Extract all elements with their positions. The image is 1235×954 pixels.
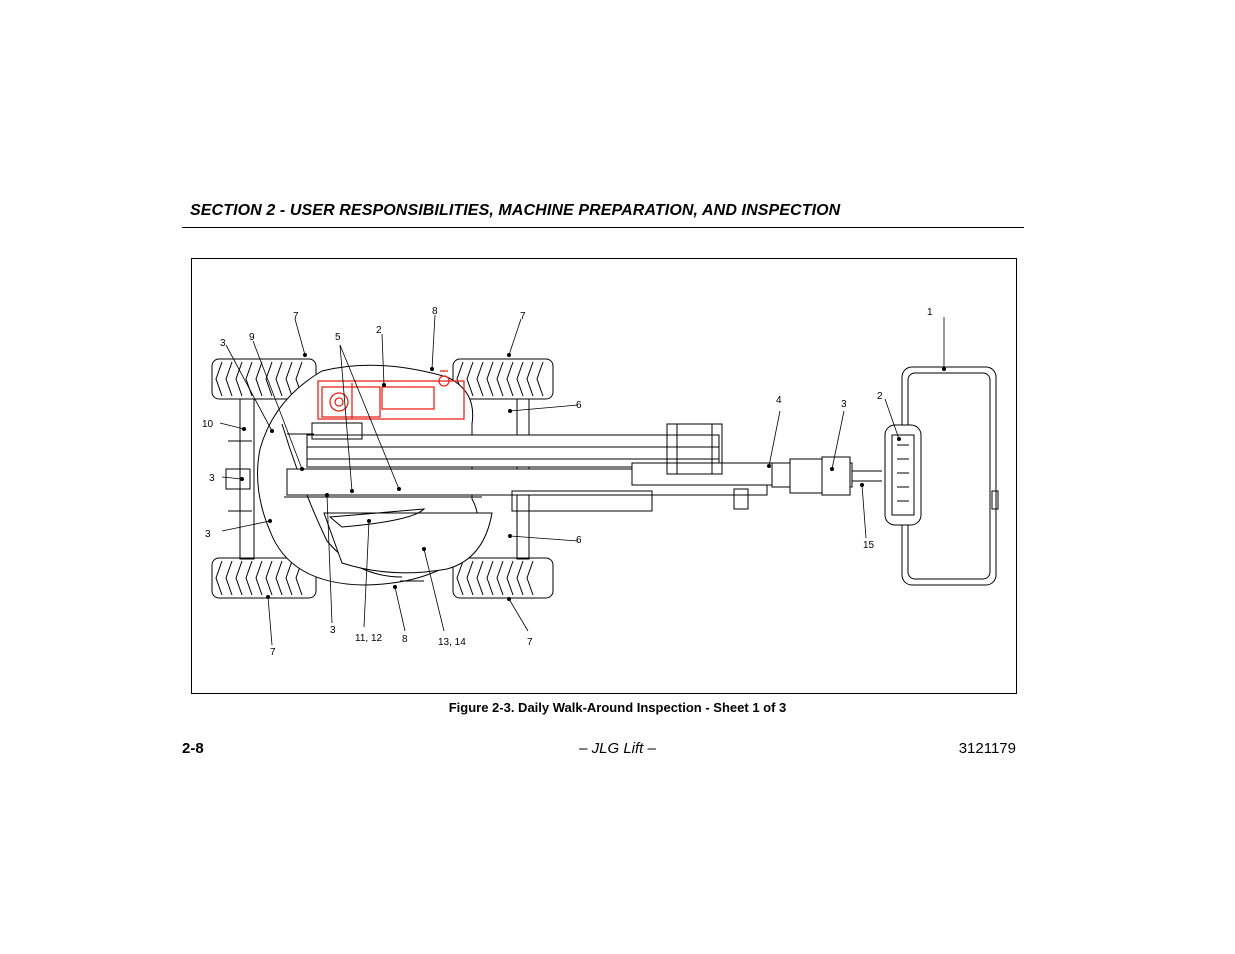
- boom-assembly: [286, 422, 773, 512]
- callout-3-jib: 3: [841, 399, 847, 410]
- callout-9: 9: [249, 332, 255, 343]
- document-number: 3121179: [958, 740, 1016, 757]
- callout-2-engine: 2: [376, 325, 382, 336]
- tire-rear-left: [211, 557, 317, 599]
- callout-10: 10: [202, 419, 214, 430]
- callout-3-lower-left: 3: [205, 529, 211, 540]
- callout-markers: [240, 353, 946, 601]
- callout-15: 15: [863, 540, 875, 551]
- callout-1: 1: [927, 307, 933, 318]
- callout-4: 4: [776, 395, 782, 406]
- platform: [884, 366, 999, 586]
- callout-11-12: 11, 12: [355, 633, 382, 644]
- figure-frame: 1 2 2 3 3 3 3 3 4 5 6 6 7 7 7 7 8 8 9 10…: [191, 258, 1017, 694]
- tire-front-right: [452, 358, 554, 400]
- callout-7-top-right: 7: [520, 311, 526, 322]
- machine-diagram: 1 2 2 3 3 3 3 3 4 5 6 6 7 7 7 7 8 8 9 10…: [202, 306, 999, 658]
- counterweight: [323, 512, 493, 574]
- callout-8-bottom: 8: [402, 634, 408, 645]
- callout-13-14: 13, 14: [438, 637, 466, 648]
- callout-3-bottom: 3: [330, 625, 336, 636]
- leader-lines: [219, 314, 945, 646]
- callout-2-platform: 2: [877, 391, 883, 402]
- callout-6-upper: 6: [576, 400, 582, 411]
- callout-3-mid-left: 3: [209, 473, 215, 484]
- header-rule: [182, 227, 1024, 228]
- callout-6-lower: 6: [576, 535, 582, 546]
- tire-rear-right: [452, 557, 554, 599]
- jib-assembly: [771, 456, 882, 496]
- callout-8-top: 8: [432, 306, 438, 317]
- figure-caption: Figure 2-3. Daily Walk-Around Inspection…: [448, 700, 787, 715]
- footer-brand: – JLG Lift –: [579, 740, 656, 757]
- page-number: 2-8: [182, 740, 204, 757]
- callout-7-bottom-left: 7: [270, 647, 276, 658]
- callout-3-upper-left: 3: [220, 338, 226, 349]
- callout-7-top-left: 7: [293, 311, 299, 322]
- section-title: SECTION 2 - USER RESPONSIBILITIES, MACHI…: [190, 202, 841, 219]
- engine-compartment: [317, 370, 465, 420]
- callout-7-bottom-right: 7: [527, 637, 533, 648]
- callout-5: 5: [335, 332, 341, 343]
